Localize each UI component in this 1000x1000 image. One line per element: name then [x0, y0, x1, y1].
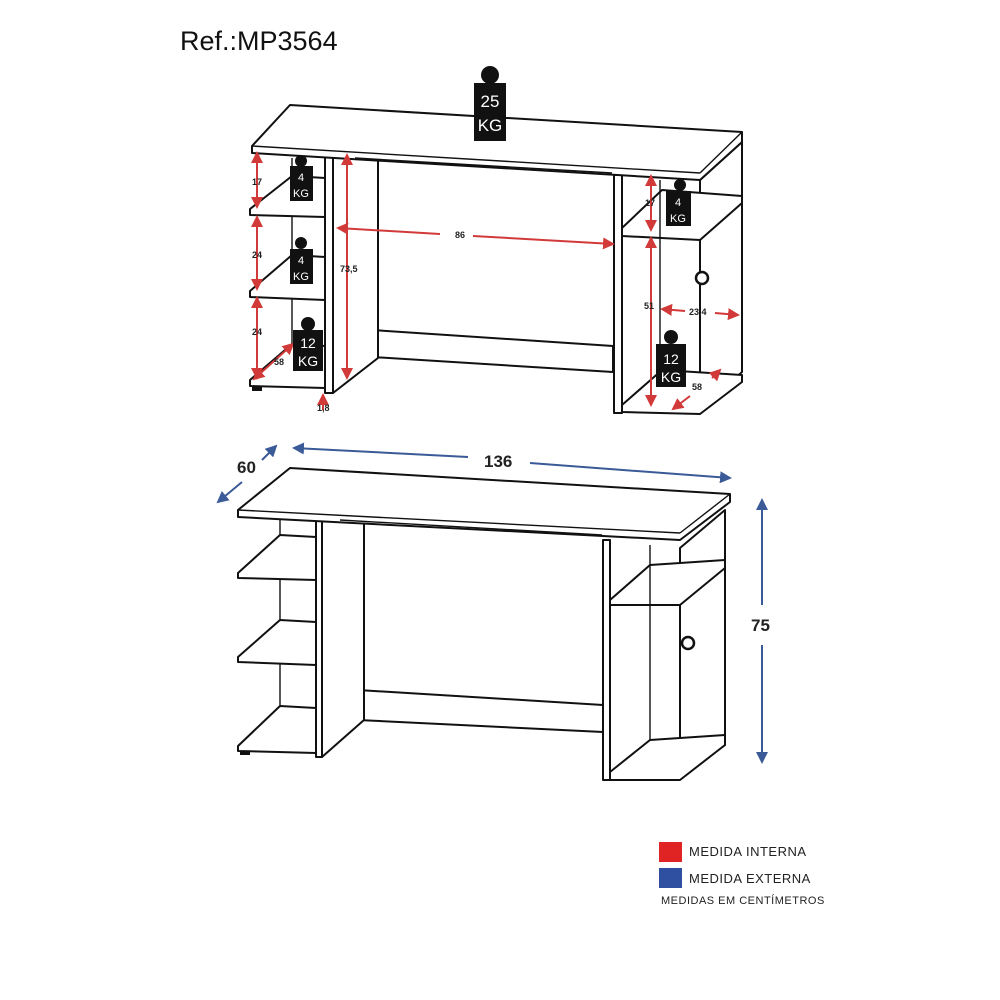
svg-text:KG: KG — [293, 271, 309, 283]
svg-text:25: 25 — [481, 92, 500, 111]
reference-title: Ref.:MP3564 — [180, 26, 338, 56]
dim-right-width: 23,4 — [689, 307, 707, 317]
cable-hole-icon — [680, 635, 696, 651]
legend-external-label: MEDIDA EXTERNA — [689, 871, 811, 886]
desk-external-view: 136 60 75 — [216, 442, 770, 781]
dim-external-width: 136 — [484, 452, 512, 471]
weight-top-icon: 25 KG — [474, 66, 506, 141]
weight-left-3-icon: 12 KG — [293, 317, 323, 371]
weight-left-2-icon: 4 KG — [290, 237, 313, 284]
weight-right-1-icon: 4 KG — [666, 179, 691, 226]
svg-text:4: 4 — [298, 172, 304, 184]
dim-inner-width: 86 — [455, 230, 465, 240]
dim-shelf-left-1: 17 — [252, 177, 262, 187]
svg-text:KG: KG — [293, 188, 309, 200]
dim-external-height: 75 — [751, 616, 770, 635]
dim-leg-height: 73,5 — [340, 264, 358, 274]
weight-right-2-icon: 12 KG — [656, 330, 686, 387]
svg-text:12: 12 — [300, 335, 316, 351]
dim-shelf-left-3: 24 — [252, 327, 262, 337]
legend-internal-label: MEDIDA INTERNA — [689, 844, 807, 859]
weight-left-1-icon: 4 KG — [290, 155, 313, 201]
dim-shelf-left-2: 24 — [252, 250, 262, 260]
dim-shelf-right-1: 17 — [645, 198, 655, 208]
svg-text:KG: KG — [661, 369, 681, 385]
svg-text:4: 4 — [298, 255, 304, 267]
legend-units-note: MEDIDAS EM CENTÍMETROS — [661, 895, 825, 907]
svg-text:KG: KG — [478, 116, 503, 135]
dim-shelf-right-2: 51 — [644, 301, 654, 311]
svg-text:KG: KG — [298, 353, 318, 369]
dim-shelf-depth-left: 58 — [274, 357, 284, 367]
svg-text:4: 4 — [675, 197, 681, 209]
legend-external-swatch — [659, 868, 682, 888]
svg-text:KG: KG — [670, 213, 686, 225]
desk-internal-view: 17 24 24 58 1,8 73,5 86 17 51 23,4 58 25… — [249, 66, 743, 415]
cable-hole-icon — [694, 270, 710, 286]
dim-external-depth: 60 — [237, 458, 256, 477]
dim-panel-thickness: 1,8 — [317, 403, 330, 413]
legend-internal-swatch — [659, 842, 682, 862]
svg-text:12: 12 — [663, 351, 679, 367]
dim-shelf-depth-right: 58 — [692, 382, 702, 392]
